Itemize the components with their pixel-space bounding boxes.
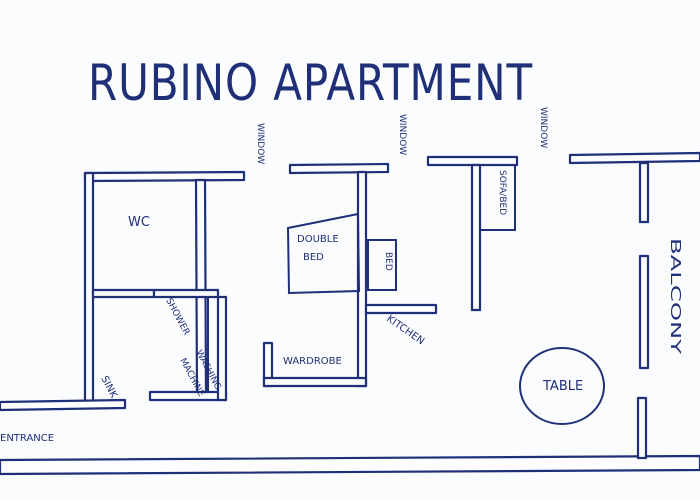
wall-bath-bottom-right [148,390,228,402]
wall-bath-left [83,171,95,408]
wall-living-top [426,155,519,167]
wall-balcony-low [636,396,648,460]
wall-bath-bottom [0,398,127,412]
wall-sofa-divider [470,163,482,312]
label-window-2: WINDOW [397,114,407,155]
label-double-bed: BED [303,252,324,263]
label-table: TABLE [542,379,583,394]
label-wc: WC [128,215,150,230]
label-wardrobe: WARDROBE [283,356,342,367]
label-balcony: BALCONY [667,238,682,354]
double-bed-shape [286,212,361,295]
label-sink: SINK [98,374,119,400]
wall-kitchen-stub [364,303,438,315]
wall-balcony-stub-top [638,161,650,224]
label-window-1: WINDOW [255,123,265,164]
single-bed-shape [367,239,397,291]
hallway-bottom-wall [0,454,700,476]
label-double: DOUBLE [297,234,339,245]
wall-shower [152,288,220,299]
wall-bed-top [288,162,390,175]
wall-bath-divider [91,288,156,299]
wall-wardrobe-bottom [262,376,368,388]
wall-balcony-top [568,151,700,165]
label-entrance: ENTRANCE [0,433,54,444]
table-shape [519,347,605,425]
wall-bath-top [83,170,246,183]
label-bed: BED [383,252,393,271]
furniture [207,164,605,425]
label-kitchen: KITCHEN [384,313,426,347]
label-window-3: WINDOW [538,107,548,148]
plan-title: RUBINO APARTMENT [88,54,533,112]
label-shower: SHOWER [163,297,191,337]
sofa-bed-shape [480,164,516,231]
label-sofa-bed: SOFA/BED [497,170,507,215]
wall-wm [216,295,228,402]
wall-balcony-mid [638,254,650,370]
walls [0,151,700,476]
